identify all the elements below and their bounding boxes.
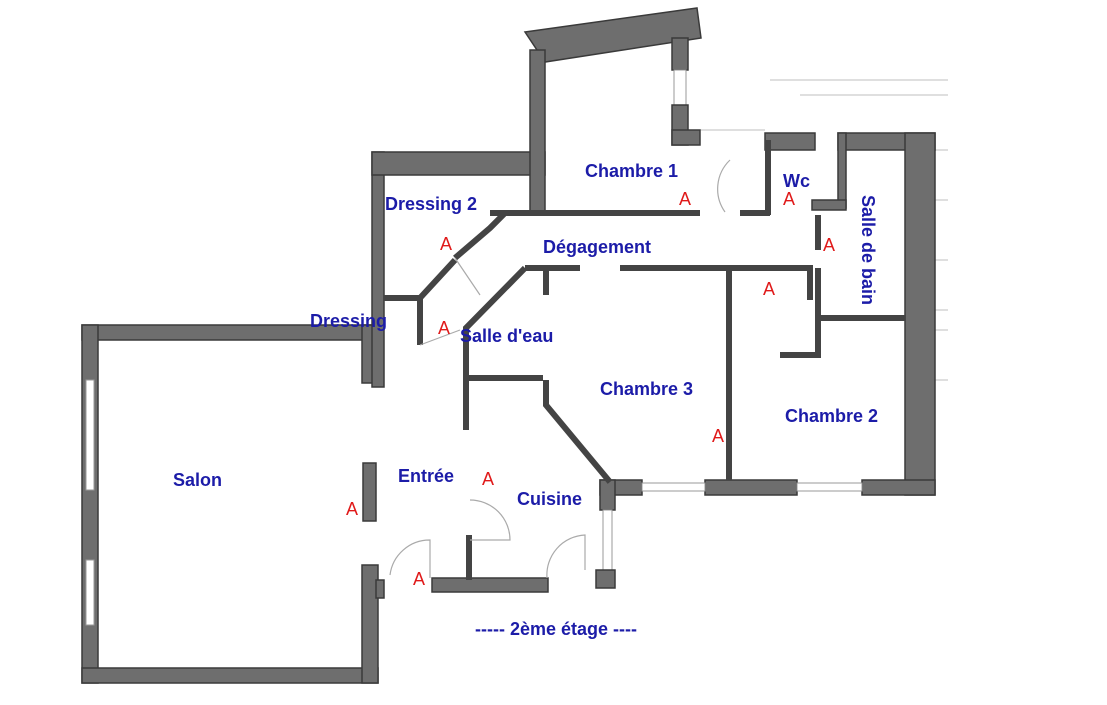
room-label-salle-de-bain: Salle de bain (858, 195, 878, 305)
marker-a: A (438, 318, 450, 338)
marker-a: A (712, 426, 724, 446)
room-label-dressing: Dressing (310, 311, 387, 331)
floor-label: ----- 2ème étage ---- (475, 619, 637, 639)
walls (81, 7, 936, 684)
doors (389, 159, 731, 579)
room-label-dressing-2: Dressing 2 (385, 194, 477, 214)
marker-a: A (763, 279, 775, 299)
room-label-wc: Wc (783, 171, 810, 191)
marker-a: A (823, 235, 835, 255)
marker-a: A (679, 189, 691, 209)
room-label-salle-deau: Salle d'eau (460, 326, 553, 346)
room-labels: Chambre 1 Wc Dressing 2 Dégagement Salle… (173, 161, 878, 639)
room-label-degagement: Dégagement (543, 237, 651, 257)
thin-walls (384, 140, 905, 580)
room-label-chambre-1: Chambre 1 (585, 161, 678, 181)
room-label-cuisine: Cuisine (517, 489, 582, 509)
room-label-chambre-3: Chambre 3 (600, 379, 693, 399)
marker-a: A (482, 469, 494, 489)
marker-a: A (346, 499, 358, 519)
marker-a: A (440, 234, 452, 254)
exterior-lines (700, 79, 948, 381)
room-label-entree: Entrée (398, 466, 454, 486)
markers: A A A A A A A A A A (346, 189, 835, 589)
marker-a: A (413, 569, 425, 589)
room-label-salon: Salon (173, 470, 222, 490)
marker-a: A (783, 189, 795, 209)
room-label-chambre-2: Chambre 2 (785, 406, 878, 426)
